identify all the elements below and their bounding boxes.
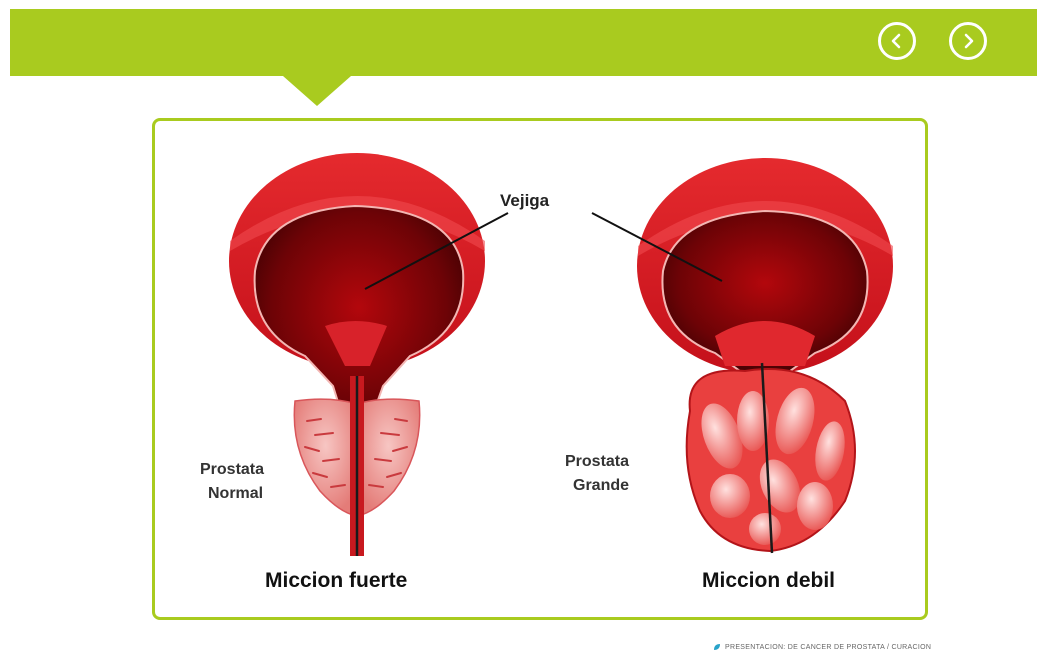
content-panel: Vejiga Prostata Normal Prostata Grande M… [152, 118, 928, 620]
normal-prostate-label-line1: Prostata [200, 459, 264, 481]
chevron-right-icon [959, 32, 977, 50]
prev-slide-button[interactable] [878, 22, 916, 60]
footer-text: PRESENTACION: DE CANCER DE PROSTATA / CU… [725, 644, 931, 651]
enlarged-bladder [637, 158, 893, 374]
chevron-left-icon [888, 32, 906, 50]
normal-prostate-label-line2: Normal [208, 483, 263, 505]
enlarged-prostate-label-line2: Grande [573, 475, 629, 497]
next-slide-button[interactable] [949, 22, 987, 60]
normal-caption: Miccion fuerte [265, 569, 407, 593]
enlarged-prostate [687, 363, 855, 553]
bladder-label: Vejiga [500, 191, 549, 211]
header-pointer [283, 76, 351, 106]
enlarged-caption: Miccion debil [702, 569, 835, 593]
enlarged-prostate-label-line1: Prostata [565, 451, 629, 473]
normal-prostate [294, 376, 419, 556]
footer: PRESENTACION: DE CANCER DE PROSTATA / CU… [713, 643, 931, 651]
leaf-icon [713, 643, 721, 651]
